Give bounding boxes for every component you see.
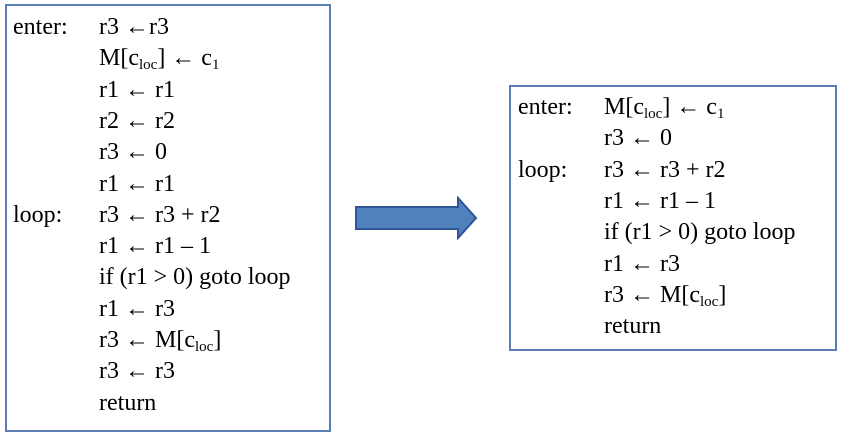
instruction-text: r3 ← 0: [604, 125, 672, 152]
instruction-text: r3 ←r3: [99, 14, 169, 40]
instruction-text: if (r1 > 0) goto loop: [604, 219, 796, 246]
original-program-box: [5, 4, 331, 432]
left-instruction-9: if (r1 > 0) goto loop: [99, 262, 291, 292]
right-instruction-7: r3 ← M[cloc]: [604, 280, 726, 310]
left-label-enter: enter:: [13, 14, 68, 40]
instruction-text: r3 ← M[c: [604, 281, 700, 308]
instruction-text: if (r1 > 0) goto loop: [99, 264, 291, 291]
left-instruction-13: return: [99, 388, 156, 418]
right-instruction-3: r3 ← r3 + r2: [604, 155, 726, 185]
instruction-text: r1 ← r1: [99, 76, 175, 103]
right-arrow-icon: [355, 196, 478, 240]
instruction-text: r1 ← r3: [99, 295, 175, 322]
instruction-text: r1 ← r1 – 1: [99, 233, 211, 260]
instruction-text: r1 ← r3: [604, 250, 680, 277]
instruction-text: ] ← c: [662, 94, 717, 120]
right-instruction-6: r1 ← r3: [604, 249, 680, 279]
left-instruction-6: r1 ← r1: [99, 169, 175, 199]
subscript: 1: [211, 57, 220, 74]
instruction-text: r3 ← r3: [99, 358, 175, 385]
instruction-text: M[c: [604, 94, 644, 120]
subscript: 1: [716, 106, 725, 122]
instruction-text: r2 ← r2: [99, 107, 175, 134]
left-instruction-12: r3 ← r3: [99, 356, 175, 386]
instruction-text: r3 ← r3 + r2: [99, 201, 221, 228]
instruction-text: M[c: [99, 45, 139, 72]
subscript: loc: [138, 57, 158, 74]
left-label-loop: loop:: [13, 201, 63, 228]
right-instruction-1: M[cloc] ← c1: [604, 92, 724, 122]
right-label-loop: loop:: [518, 156, 568, 183]
right-instruction-5: if (r1 > 0) goto loop: [604, 217, 796, 247]
left-instruction-1: r3 ←r3: [99, 12, 169, 42]
optimized-program-box: [509, 85, 837, 351]
left-instruction-4: r2 ← r2: [99, 106, 175, 136]
right-instruction-2: r3 ← 0: [604, 123, 672, 153]
right-instruction-4: r1 ← r1 – 1: [604, 186, 716, 216]
instruction-text: ]: [718, 281, 727, 308]
left-instruction-11: r3 ← M[cloc]: [99, 325, 221, 355]
subscript: loc: [643, 106, 663, 122]
right-instruction-8: return: [604, 311, 661, 341]
instruction-text: return: [604, 313, 662, 340]
subscript: loc: [699, 293, 719, 310]
right-label-enter: enter:: [518, 94, 573, 120]
left-instruction-2: M[cloc] ← c1: [99, 43, 219, 73]
instruction-text: r1 ← r1: [99, 170, 175, 197]
left-instruction-5: r3 ← 0: [99, 137, 167, 167]
left-instruction-3: r1 ← r1: [99, 75, 175, 105]
subscript: loc: [194, 339, 214, 355]
instruction-text: r3 ← r3 + r2: [604, 156, 726, 183]
instruction-text: ]: [213, 327, 222, 353]
left-instruction-8: r1 ← r1 – 1: [99, 231, 211, 261]
instruction-text: r1 ← r1 – 1: [604, 187, 716, 214]
instruction-text: return: [99, 389, 157, 416]
instruction-text: r3 ← M[c: [99, 327, 195, 353]
left-instruction-10: r1 ← r3: [99, 294, 175, 324]
instruction-text: r3 ← 0: [99, 139, 167, 166]
left-instruction-7: r3 ← r3 + r2: [99, 200, 221, 230]
instruction-text: ] ← c: [157, 45, 212, 72]
